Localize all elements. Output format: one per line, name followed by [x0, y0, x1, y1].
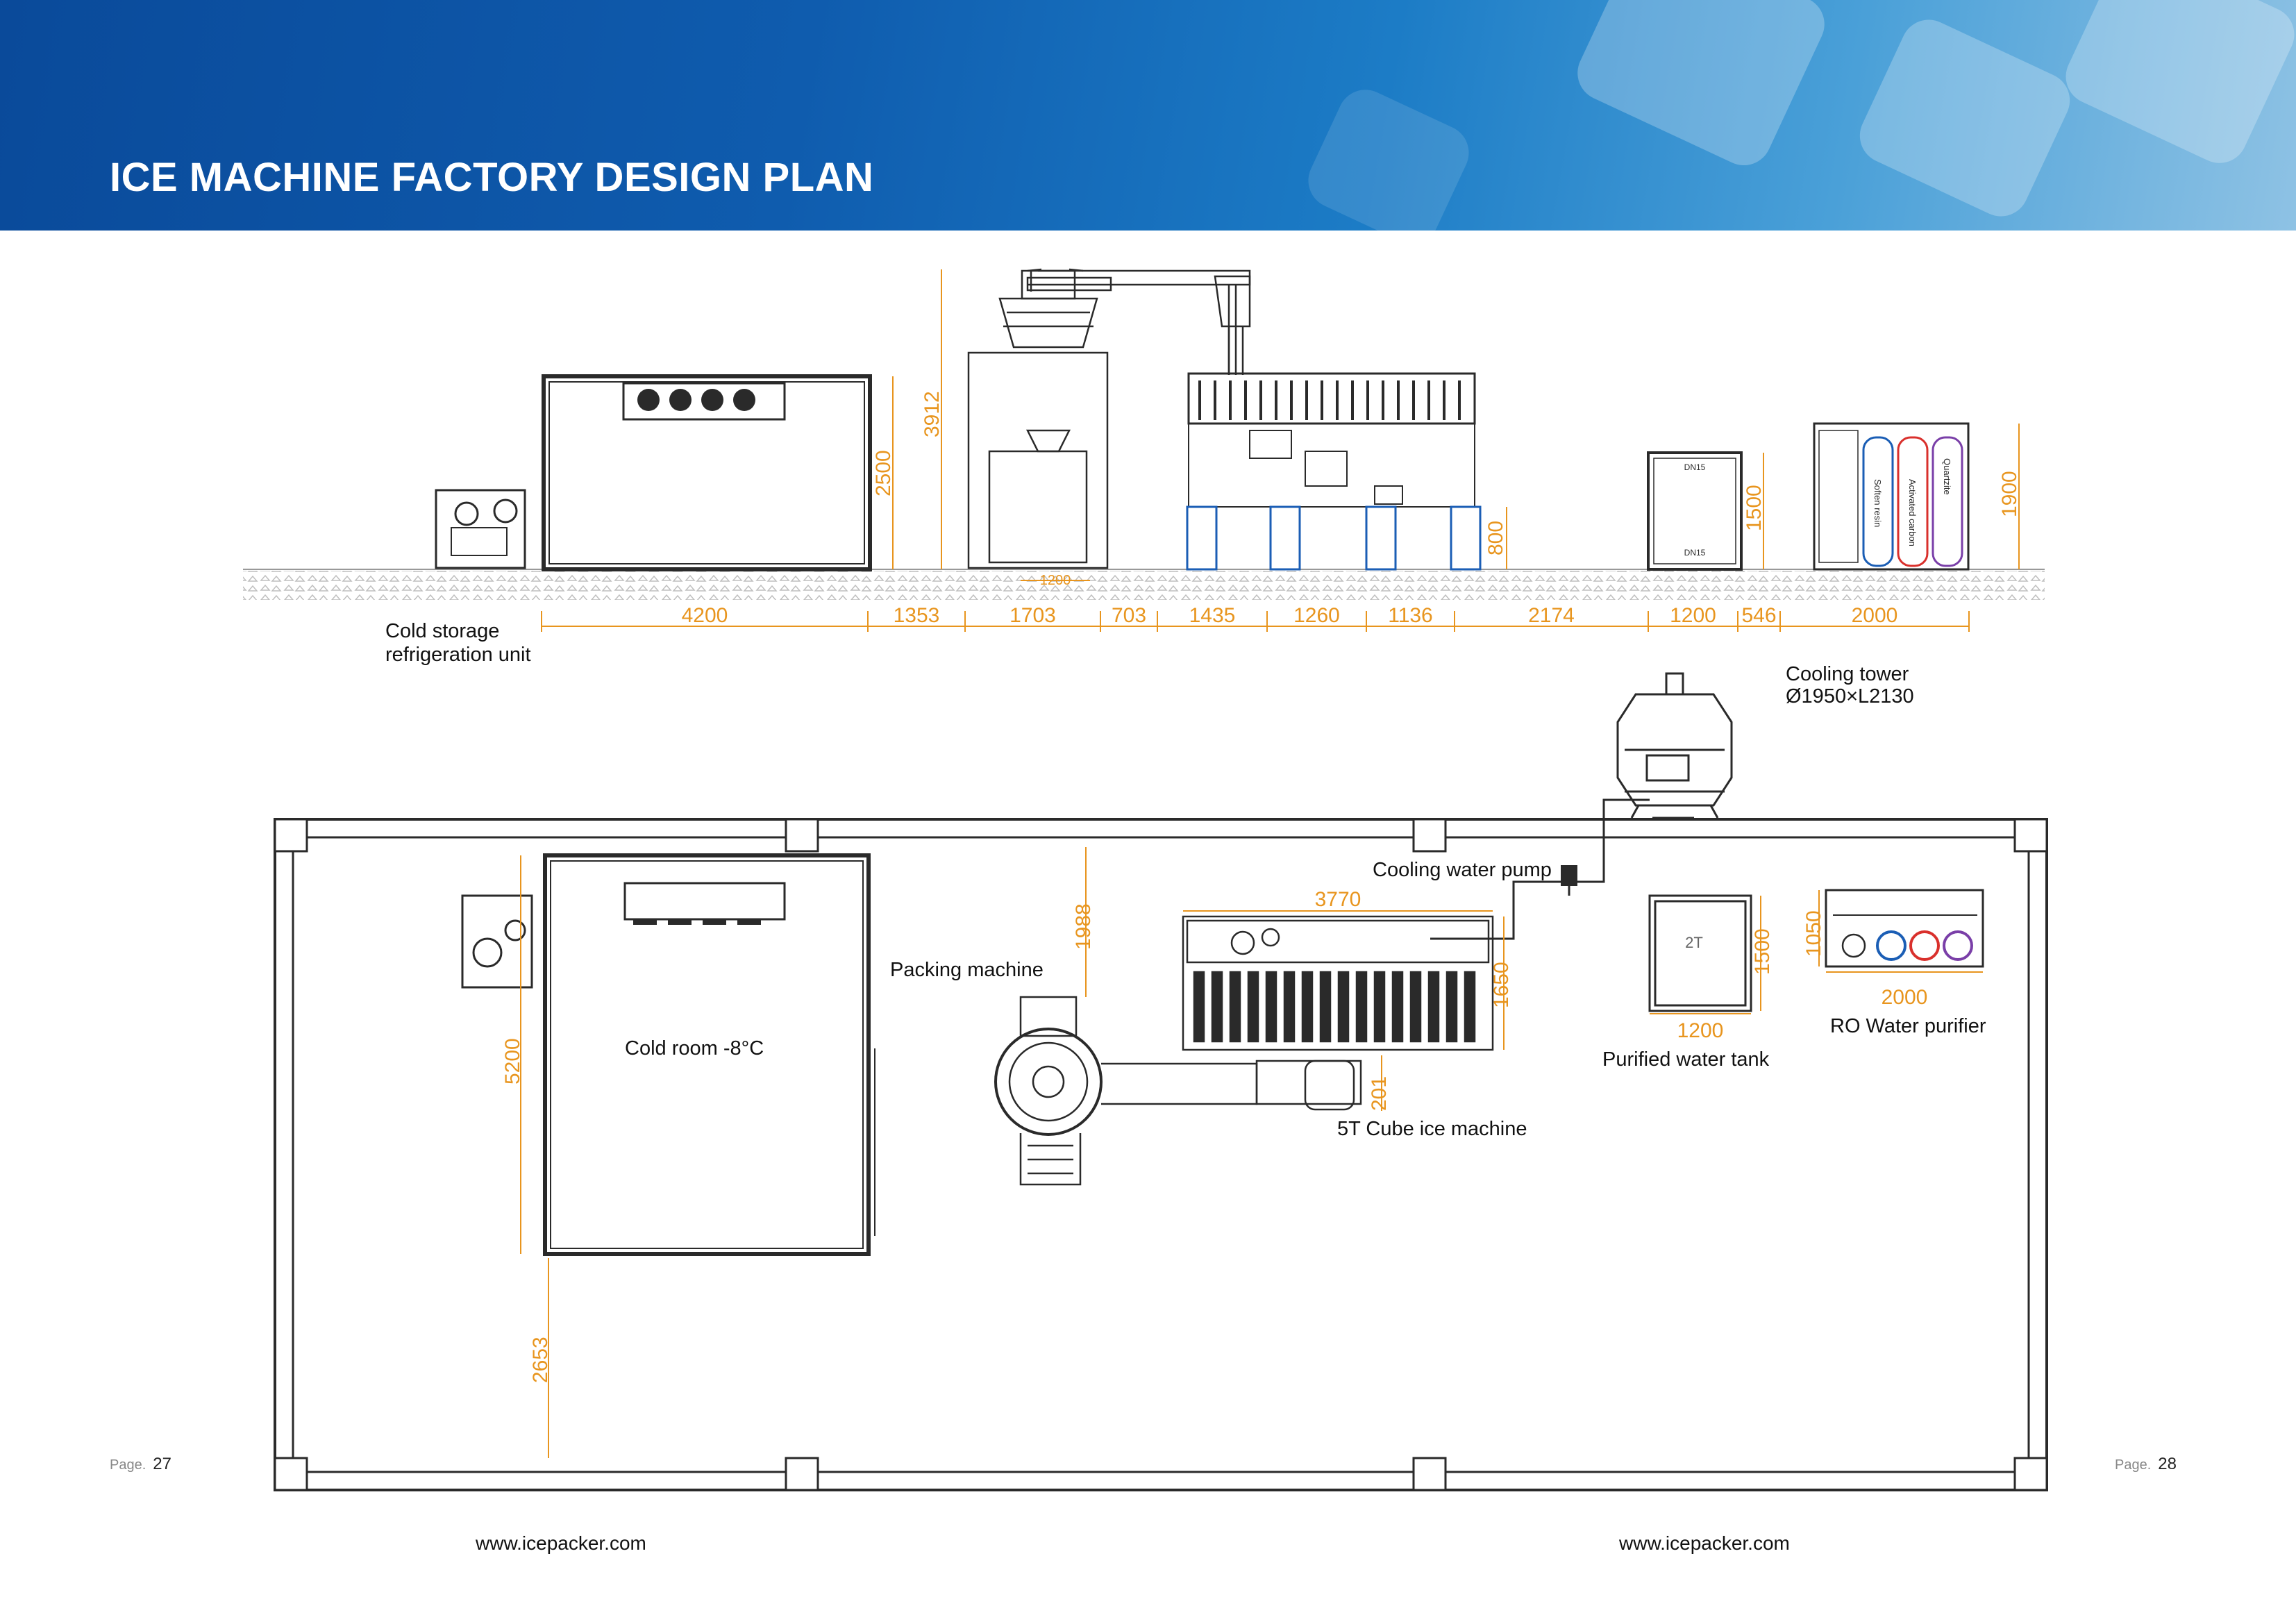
label-cold-room: Cold room -8°C [625, 1037, 764, 1060]
plan-dimension-lines [520, 847, 1983, 1458]
ro-tank-label-1: Soften resin [1872, 479, 1883, 527]
ice-tube-fin [1229, 971, 1241, 1043]
page-title: ICE MACHINE FACTORY DESIGN PLAN [110, 155, 874, 200]
label-ro-purifier: RO Water purifier [1830, 1015, 1986, 1037]
page-word: Page. [2115, 1457, 2152, 1473]
elevation-heights [892, 269, 2020, 581]
conveyor-elevation [1028, 269, 1251, 375]
dim-gap: 1988 [1072, 903, 1095, 950]
dimension-label: 1353 [894, 604, 940, 627]
dim-tank-width: 1200 [1677, 1019, 1724, 1042]
ground-gravel [243, 571, 2045, 600]
ice-tube-fin [1301, 971, 1314, 1043]
height-water-tank: 1500 [1743, 485, 1766, 531]
ice-machine-elevation [1186, 372, 1482, 571]
dimension-label: 1136 [1388, 604, 1433, 627]
dimension-label: 2174 [1528, 604, 1575, 627]
ice-tube-fin [1193, 971, 1205, 1043]
water-tank-plan: 2T [1648, 894, 1752, 1012]
page-value: 27 [153, 1455, 171, 1473]
dim-machine-width: 1650 [1490, 962, 1513, 1008]
website-link-left[interactable]: www.icepacker.com [476, 1532, 646, 1554]
ice-tube-fin [1409, 971, 1422, 1043]
dim-tank-height: 1500 [1751, 928, 1774, 975]
ice-tube-fin [1265, 971, 1277, 1043]
refrigeration-unit-plan [461, 894, 533, 989]
water-tank-elevation: DN15 DN15 [1647, 451, 1743, 571]
page-number-left: Page. 27 [110, 1455, 171, 1474]
label-cold-storage-unit: Cold storage refrigeration unit [385, 619, 531, 667]
website-link-right[interactable]: www.icepacker.com [1619, 1532, 1790, 1554]
tank-top-port: DN15 [1684, 462, 1706, 472]
page-value: 28 [2158, 1455, 2177, 1473]
header-banner: ICE MACHINE FACTORY DESIGN PLAN [0, 0, 2296, 231]
dim-bottom: 2653 [529, 1337, 552, 1383]
dim-machine-length: 3770 [1315, 888, 1361, 911]
cooling-tower [1616, 672, 1733, 819]
dimension-label: 4200 [682, 604, 728, 627]
ice-tube-fin [1391, 971, 1404, 1043]
ice-tube-fin [1319, 971, 1332, 1043]
label-line: refrigeration unit [385, 644, 531, 666]
dimension-label: 1435 [1189, 604, 1236, 627]
ro-purifier-plan [1825, 889, 1984, 968]
ro-tank-label-3: Quartzite [1942, 458, 1952, 495]
ice-tube-fin [1373, 971, 1386, 1043]
dimension-label: 2000 [1852, 604, 1898, 627]
ice-tube-fin [1427, 971, 1440, 1043]
height-ice-machine: 800 [1484, 521, 1507, 555]
floor-plan: 2T 3770 1988 1650 5200 [274, 672, 2048, 1491]
elevation-dimension-chain [541, 611, 1970, 632]
dimension-label: 1200 [1670, 604, 1716, 627]
dimension-label: 1260 [1293, 604, 1340, 627]
dim-ro-height: 1050 [1802, 910, 1825, 957]
ice-machine-plan [1182, 915, 1494, 1111]
height-packing: 3912 [921, 391, 944, 437]
ice-tube-fin [1464, 971, 1476, 1043]
tank-bottom-port: DN15 [1684, 548, 1706, 558]
label-line: Ø1950×L2130 [1786, 685, 1914, 708]
page-number-right: Page. 28 [2115, 1455, 2177, 1474]
elevation-view: DN15 DN15 Soften resin Activated carbon … [243, 268, 2045, 632]
wall-columns [274, 818, 2048, 1491]
dim-room: 5200 [501, 1038, 524, 1085]
ice-tube-fin [1247, 971, 1259, 1043]
pump-icon [1561, 865, 1577, 886]
outer-wall [274, 818, 2048, 1491]
ice-tube-fin [1283, 971, 1296, 1043]
page-word: Page. [110, 1457, 146, 1473]
label-cube-ice: 5T Cube ice machine [1337, 1118, 1527, 1140]
packing-machine-elevation [967, 268, 1112, 569]
ice-tube-fin [1211, 971, 1223, 1043]
height-ro: 1900 [1998, 471, 2021, 517]
inner-wall [292, 836, 2030, 1473]
label-line: Cooling tower [1786, 663, 1909, 685]
refrigeration-unit-elevation [435, 489, 526, 569]
ice-tube-fin [1446, 971, 1458, 1043]
label-line: Cold storage [385, 620, 500, 642]
ice-tube-fin [1355, 971, 1368, 1043]
label-cooling-pump: Cooling water pump [1373, 859, 1552, 881]
dimension-label: 1703 [1009, 604, 1056, 627]
label-packing-machine: Packing machine [890, 959, 1044, 981]
dimension-label: 703 [1112, 604, 1146, 627]
dimension-label: 546 [1741, 604, 1776, 627]
label-water-tank: Purified water tank [1602, 1048, 1770, 1071]
packer-base-dim: 1200 [1040, 573, 1071, 588]
tank-capacity-label: 2T [1685, 934, 1703, 951]
ro-purifier-elevation: Soften resin Activated carbon Quartzite [1813, 422, 1970, 571]
height-cold-storage: 2500 [872, 450, 895, 496]
dim-sep: 201 [1368, 1076, 1391, 1111]
ro-tank-label-2: Activated carbon [1907, 479, 1918, 546]
ice-tube-fin [1337, 971, 1350, 1043]
cold-storage-elevation [542, 374, 872, 571]
label-cooling-tower: Cooling tower Ø1950×L2130 [1786, 663, 1914, 708]
dim-ro-width: 2000 [1882, 986, 1928, 1009]
cold-room-plan [543, 853, 875, 1256]
